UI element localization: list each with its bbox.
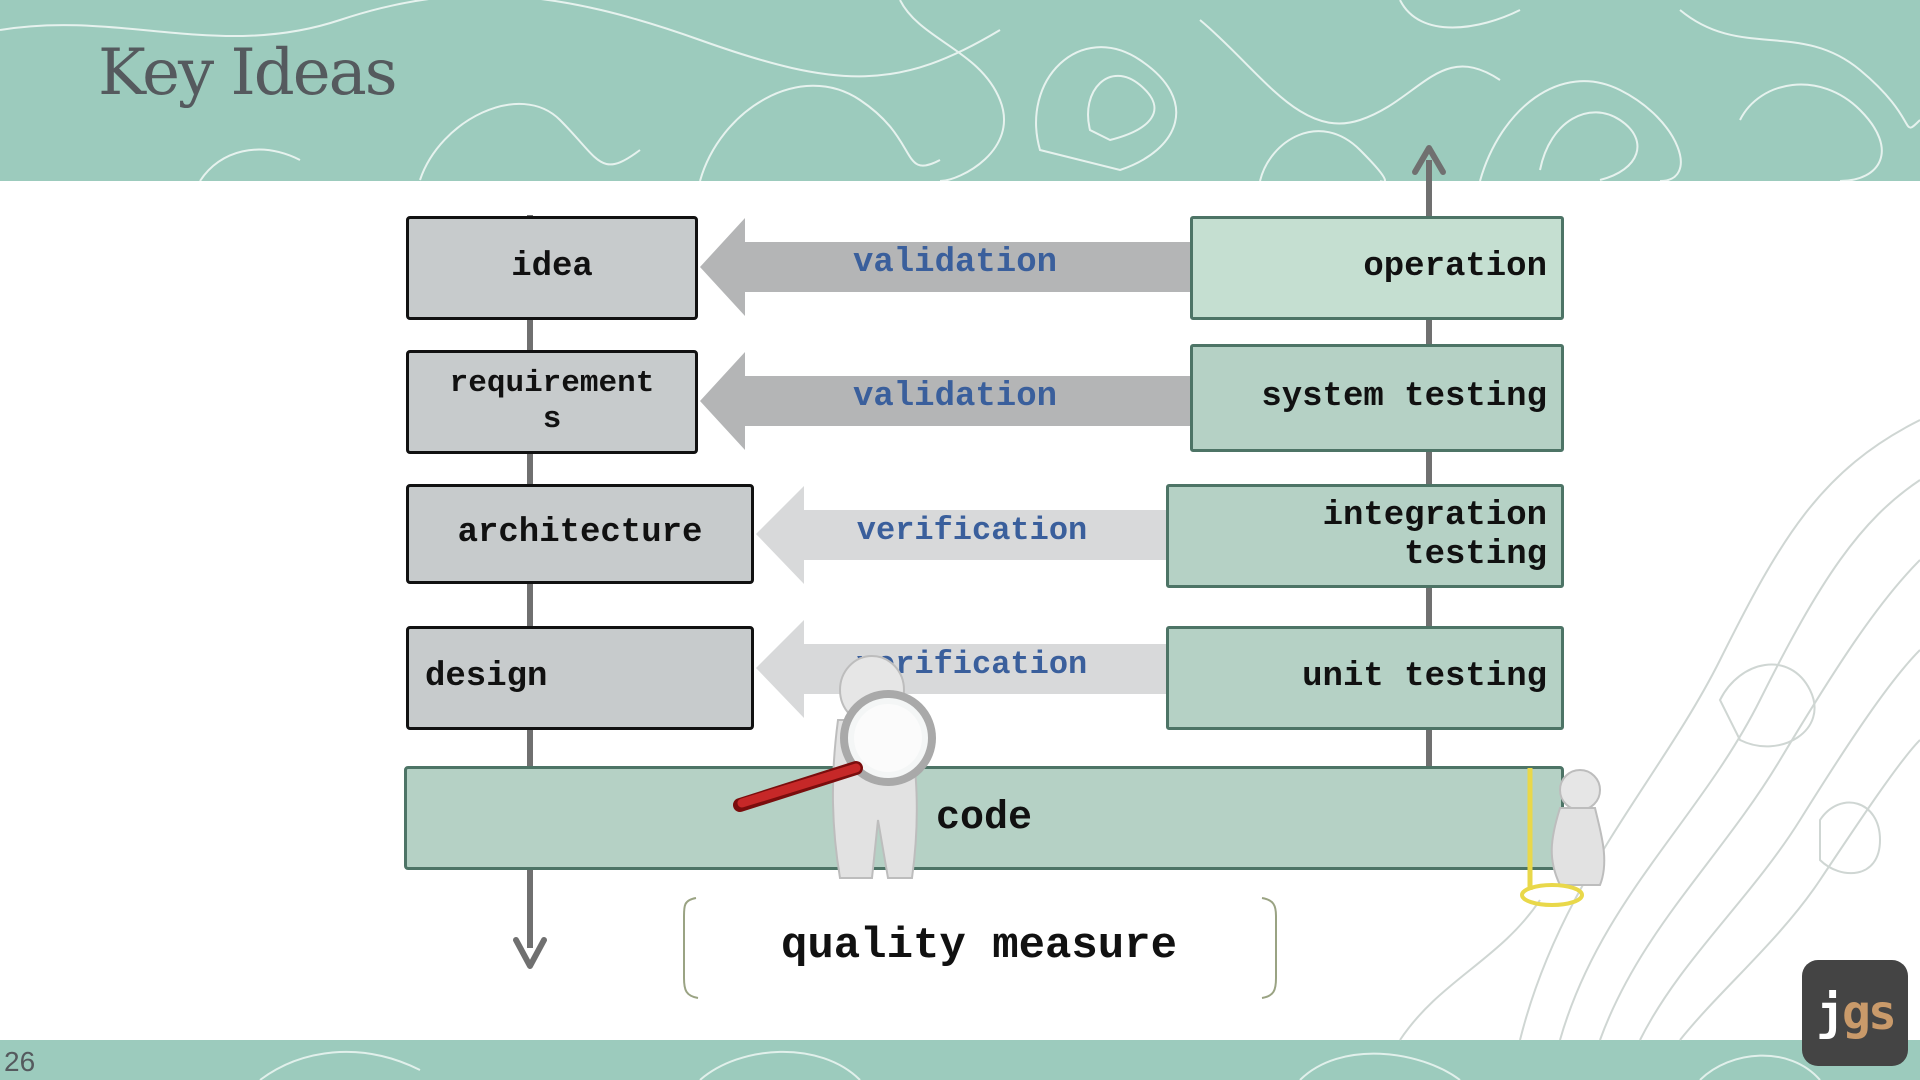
idea-label: idea — [511, 248, 593, 287]
validation-label-2: validation — [852, 378, 1058, 416]
quality-measure-label: quality measure — [780, 921, 1178, 971]
operation-box: operation — [1190, 216, 1564, 320]
right-topographic-pattern — [1399, 419, 1920, 1041]
up-arrowhead — [1412, 145, 1446, 175]
verification-arrow-1 — [756, 486, 1168, 584]
design-box: design — [406, 626, 754, 730]
validation-arrow-1 — [700, 218, 1192, 316]
right-bracket — [1261, 897, 1277, 999]
unit-testing-label: unit testing — [1302, 658, 1547, 697]
design-label: design — [425, 658, 548, 697]
header-band — [0, 0, 1920, 181]
down-arrowhead — [513, 937, 547, 969]
logo-j: j — [1816, 985, 1845, 1041]
footer-band — [0, 1040, 1920, 1080]
page-number: 26 — [4, 1046, 36, 1077]
logo-gs: gs — [1842, 985, 1897, 1041]
integration-testing-box: integration testing — [1166, 484, 1564, 588]
integration-testing-label: integration testing — [1322, 496, 1547, 574]
architecture-box: architecture — [406, 484, 754, 584]
requirements-label: requirement s — [449, 366, 655, 437]
verification-label-2: verification — [856, 646, 1088, 683]
system-testing-label: system testing — [1261, 378, 1547, 417]
operation-label: operation — [1363, 248, 1547, 287]
requirements-box: requirement s — [406, 350, 698, 454]
topographic-pattern — [0, 0, 1920, 181]
code-box: code — [404, 766, 1564, 870]
footer-topographic-pattern — [259, 1050, 1821, 1080]
unit-testing-box: unit testing — [1166, 626, 1564, 730]
verification-label-1: verification — [856, 512, 1088, 549]
validation-label-1: validation — [852, 244, 1058, 282]
system-testing-box: system testing — [1190, 344, 1564, 452]
code-label: code — [935, 795, 1032, 841]
idea-box: idea — [406, 216, 698, 320]
slide-title: Key Ideas — [98, 36, 398, 110]
validation-arrow-2 — [700, 352, 1192, 450]
architecture-label: architecture — [457, 514, 703, 553]
left-bracket — [683, 897, 699, 999]
